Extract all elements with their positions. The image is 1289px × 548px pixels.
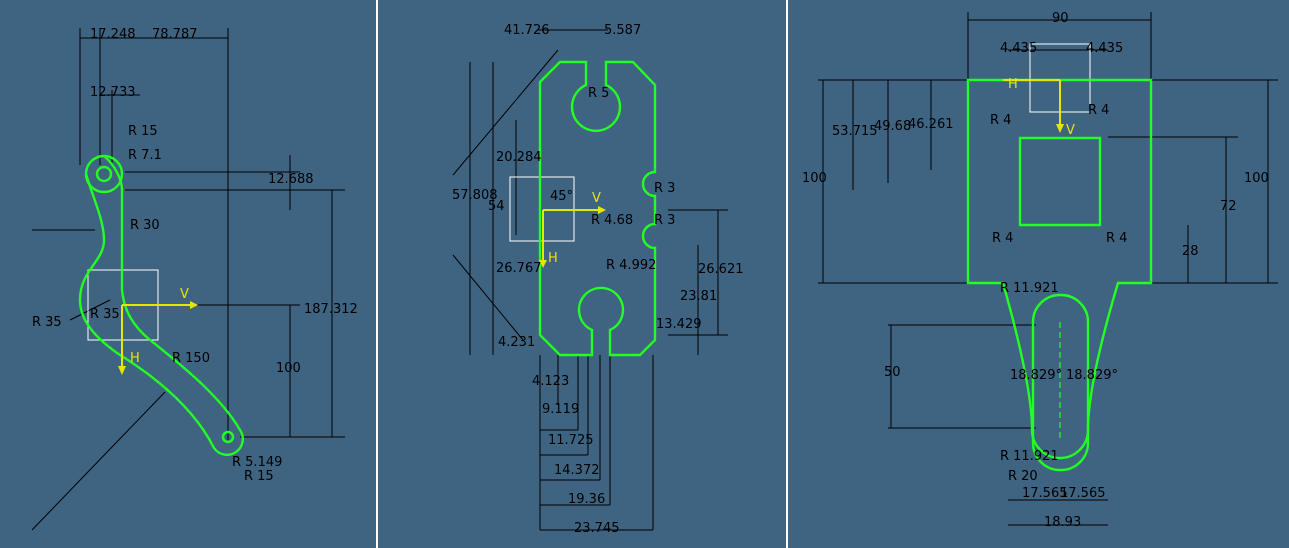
profile-geometry-right[interactable] bbox=[966, 78, 1153, 472]
dim-text[interactable]: 9.119 bbox=[542, 402, 579, 417]
dim-text[interactable]: 12.733 bbox=[90, 85, 136, 100]
axis-v-label: V bbox=[592, 191, 601, 206]
sketch-canvas-right[interactable]: H V 90 4.435 4.435 53.715 49.68 46.261 R… bbox=[788, 0, 1289, 548]
dim-text[interactable]: 23.81 bbox=[680, 289, 717, 304]
dim-text[interactable]: 5.587 bbox=[604, 23, 641, 38]
dim-text[interactable]: 17.248 bbox=[90, 27, 136, 42]
dim-text[interactable]: 4.123 bbox=[532, 374, 569, 389]
dim-text[interactable]: 54 bbox=[488, 199, 505, 214]
dim-text[interactable]: 18.829° bbox=[1066, 368, 1118, 383]
dim-text[interactable]: 90 bbox=[1052, 11, 1069, 26]
dim-text[interactable]: 26.767 bbox=[496, 261, 542, 276]
dim-text[interactable]: 12.688 bbox=[268, 172, 314, 187]
dim-text[interactable]: 4.435 bbox=[1086, 41, 1123, 56]
dim-text[interactable]: 28 bbox=[1182, 244, 1199, 259]
dim-text[interactable]: 4.435 bbox=[1000, 41, 1037, 56]
sketch-panel-left[interactable]: V H 17.248 78.787 12.733 R 15 R 7.1 12.6… bbox=[0, 0, 376, 548]
sketch-canvas-left[interactable]: V H 17.248 78.787 12.733 R 15 R 7.1 12.6… bbox=[0, 0, 376, 548]
dim-text[interactable]: R 5 bbox=[588, 86, 609, 101]
panel-divider bbox=[376, 0, 378, 548]
dim-text[interactable]: R 4.992 bbox=[606, 258, 656, 273]
axis-h-label: H bbox=[130, 351, 140, 366]
dim-text[interactable]: 53.715 bbox=[832, 124, 878, 139]
dim-text[interactable]: R 20 bbox=[1008, 469, 1038, 484]
axis-v-label: V bbox=[180, 287, 189, 302]
dim-text[interactable]: 100 bbox=[276, 361, 301, 376]
dim-text[interactable]: 23.745 bbox=[574, 521, 620, 536]
dim-text[interactable]: R 4 bbox=[992, 231, 1013, 246]
dim-text[interactable]: R 11.921 bbox=[1000, 449, 1059, 464]
sketch-panel-right[interactable]: H V 90 4.435 4.435 53.715 49.68 46.261 R… bbox=[788, 0, 1289, 548]
dim-text[interactable]: 57.808 bbox=[452, 188, 498, 203]
dim-text[interactable]: R 11.921 bbox=[1000, 281, 1059, 296]
sketch-panel-middle[interactable]: V H 41.726 5.587 R 5 20.284 57.808 54 45… bbox=[378, 0, 786, 548]
dim-text[interactable]: 4.231 bbox=[498, 335, 535, 350]
dimension-lines-right bbox=[818, 12, 1278, 526]
dim-text[interactable]: 49.68 bbox=[874, 119, 911, 134]
dim-text[interactable]: R 4 bbox=[1106, 231, 1127, 246]
dim-text[interactable]: 187.312 bbox=[304, 302, 358, 317]
dim-text[interactable]: 17.565 bbox=[1022, 486, 1068, 501]
dim-text[interactable]: 72 bbox=[1220, 199, 1237, 214]
dim-text[interactable]: 17.565 bbox=[1060, 486, 1106, 501]
dim-text[interactable]: 46.261 bbox=[908, 117, 954, 132]
dim-text[interactable]: 19.36 bbox=[568, 492, 605, 507]
dim-text[interactable]: 100 bbox=[802, 171, 827, 186]
axis-v-label: V bbox=[1066, 123, 1075, 138]
dim-text[interactable]: 18.93 bbox=[1044, 515, 1081, 530]
dim-text[interactable]: R 4.68 bbox=[591, 213, 633, 228]
dim-text[interactable]: 14.372 bbox=[554, 463, 600, 478]
dim-text[interactable]: 11.725 bbox=[548, 433, 594, 448]
dim-text[interactable]: 78.787 bbox=[152, 27, 198, 42]
dim-text[interactable]: 45° bbox=[550, 189, 573, 204]
dimension-lines-middle bbox=[452, 29, 728, 531]
dim-text[interactable]: R 5.149 bbox=[232, 455, 282, 470]
profile-geometry-middle[interactable] bbox=[538, 60, 657, 357]
axis-system-right[interactable]: H V bbox=[1003, 77, 1075, 138]
dim-text[interactable]: R 30 bbox=[130, 218, 160, 233]
dim-text[interactable]: R 4 bbox=[1088, 103, 1109, 118]
dimension-lines-left bbox=[31, 28, 345, 531]
dim-text[interactable]: R 3 bbox=[654, 213, 675, 228]
axis-system-middle[interactable]: V H bbox=[539, 191, 606, 268]
dim-text[interactable]: 18.829° bbox=[1010, 368, 1062, 383]
dim-text[interactable]: 26.621 bbox=[698, 262, 744, 277]
dim-text[interactable]: 100 bbox=[1244, 171, 1269, 186]
dim-text[interactable]: 20.284 bbox=[496, 150, 542, 165]
profile-geometry-left[interactable] bbox=[78, 154, 245, 456]
sketch-canvas-middle[interactable]: V H 41.726 5.587 R 5 20.284 57.808 54 45… bbox=[378, 0, 786, 548]
dim-text[interactable]: 50 bbox=[884, 365, 901, 380]
axis-h-label: H bbox=[1008, 77, 1018, 92]
dim-text[interactable]: 41.726 bbox=[504, 23, 550, 38]
dim-text[interactable]: R 15 bbox=[244, 469, 274, 484]
dim-text[interactable]: R 4 bbox=[990, 113, 1011, 128]
dim-text[interactable]: R 15 bbox=[128, 124, 158, 139]
dim-text[interactable]: R 7.1 bbox=[128, 148, 162, 163]
dim-text[interactable]: 13.429 bbox=[656, 317, 702, 332]
dim-text[interactable]: R 150 bbox=[172, 351, 210, 366]
axis-system-left[interactable]: V H bbox=[118, 287, 198, 375]
dim-text[interactable]: R 35 bbox=[90, 307, 120, 322]
axis-h-label: H bbox=[548, 251, 558, 266]
dim-text[interactable]: R 35 bbox=[32, 315, 62, 330]
dim-text[interactable]: R 3 bbox=[654, 181, 675, 196]
panel-divider bbox=[786, 0, 788, 548]
